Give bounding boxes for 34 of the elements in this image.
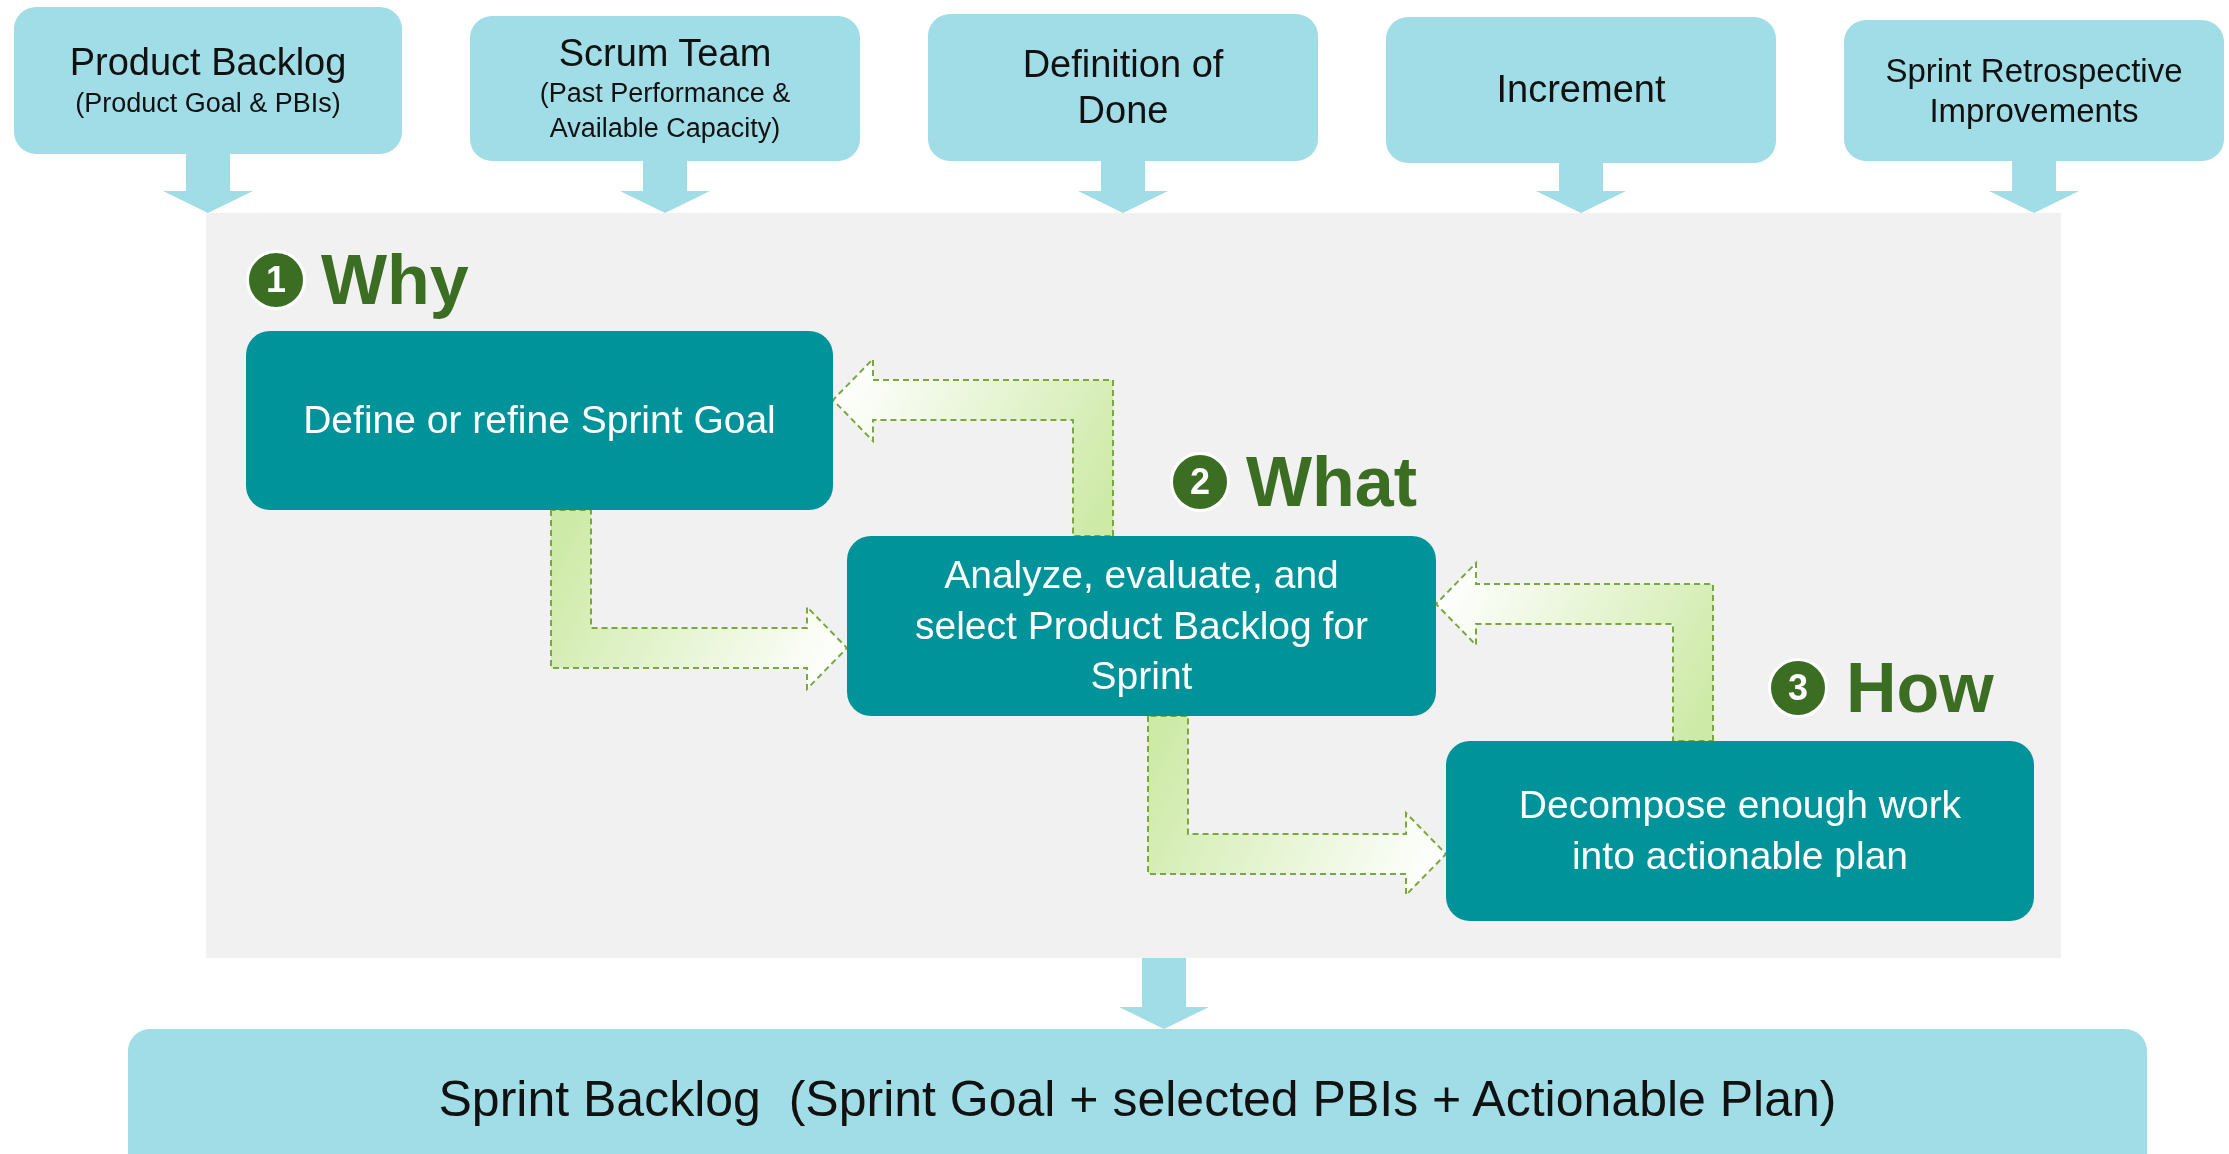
process-box: [1446, 741, 2034, 921]
block-arrow: [1119, 958, 1209, 1029]
dashed-arrow: [1434, 560, 1714, 742]
step-heading: Why: [321, 240, 469, 320]
box-title: Sprint Retrospective Improvements: [1884, 50, 2184, 131]
step-number: 3: [1768, 658, 1828, 718]
input-box: [1386, 17, 1776, 163]
block-arrow: [1536, 163, 1626, 213]
input-box: [928, 14, 1318, 161]
box-title: Scrum Team: [558, 30, 772, 76]
output-text: Sprint Backlog (Sprint Goal + selected PBIs + Actionable Plan): [438, 1070, 1837, 1129]
step-heading: What: [1246, 442, 1418, 522]
input-box: [1844, 20, 2224, 161]
box-title: Definition of Done: [1021, 41, 1225, 133]
block-arrow: [1078, 161, 1168, 213]
process-box: [246, 331, 833, 510]
output-box: [128, 1029, 2147, 1154]
block-arrow: [163, 154, 253, 213]
input-box: [470, 16, 860, 161]
step-number: 2: [1170, 452, 1230, 512]
process-text: Analyze, evaluate, and select Product Backlog for Sprint: [913, 551, 1370, 700]
step-number: 1: [246, 250, 306, 310]
process-box: [847, 536, 1436, 716]
process-text: Define or refine Sprint Goal: [303, 397, 776, 444]
step-heading: How: [1846, 648, 1994, 728]
block-arrow: [620, 161, 710, 213]
box-subtitle: (Past Performance & Available Capacity): [538, 77, 792, 146]
input-box: [14, 7, 402, 154]
box-title: Product Backlog: [69, 40, 347, 86]
box-subtitle: (Product Goal & PBIs): [75, 86, 341, 120]
dashed-arrow: [550, 509, 849, 692]
box-title: Increment: [1496, 67, 1666, 113]
process-text: Decompose enough work into actionable plan: [1517, 782, 1963, 879]
block-arrow: [1989, 161, 2079, 213]
